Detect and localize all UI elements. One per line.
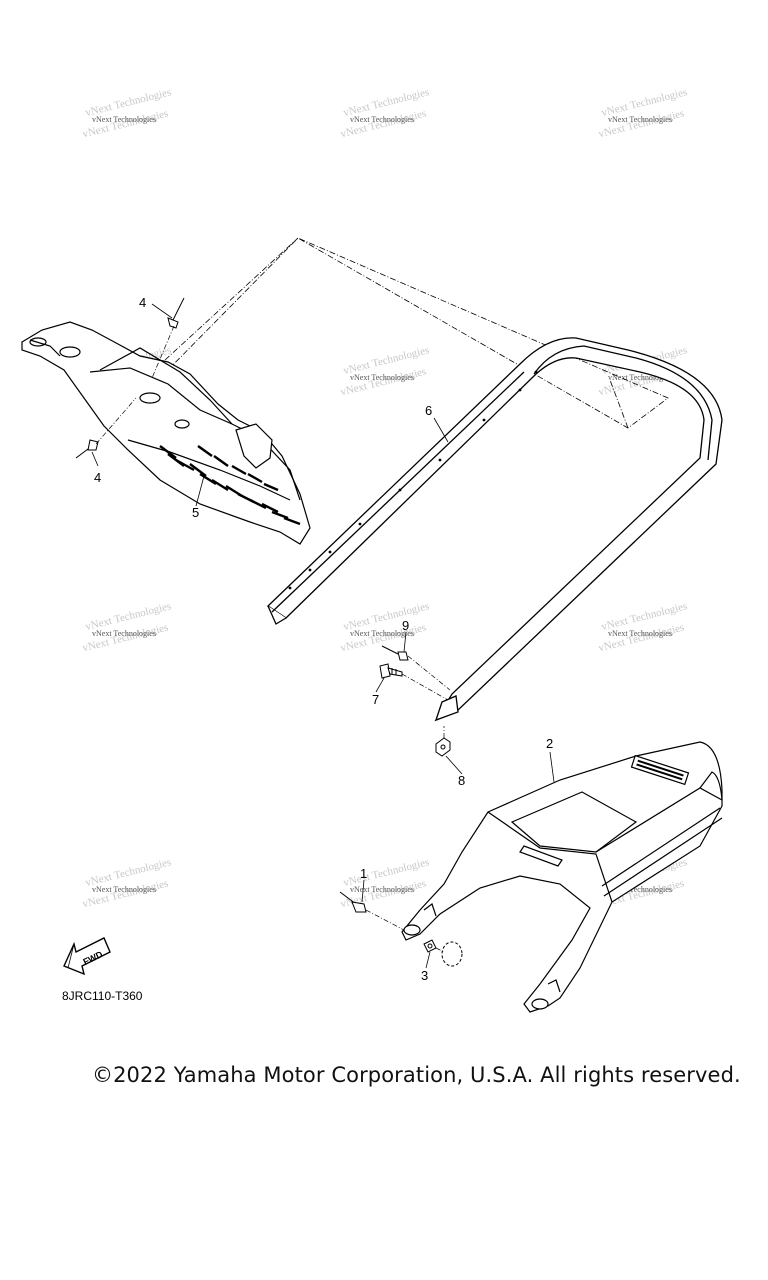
callout-2: 2: [546, 736, 553, 751]
screw-part: [379, 663, 403, 679]
callout-9: 9: [402, 618, 409, 633]
svg-text:vNext Technologies: vNext Technologies: [350, 629, 414, 638]
svg-text:vNext Technologies: vNext Technologies: [92, 115, 156, 124]
assembly-guide-lines: [159, 237, 669, 429]
svg-text:vNext Technologies: vNext Technologies: [92, 885, 156, 894]
rivet-top: [167, 297, 185, 329]
fwd-arrow-icon: FWD: [63, 937, 111, 976]
callout-4-top: 4: [139, 295, 146, 310]
callout-7: 7: [372, 692, 379, 707]
seat-cover-part: [401, 741, 723, 1013]
callout-8: 8: [458, 773, 465, 788]
svg-text:vNext Technologies: vNext Technologies: [350, 115, 414, 124]
copyright-notice: ©2022 Yamaha Motor Corporation, U.S.A. A…: [92, 1063, 741, 1087]
leader-lines: [91, 303, 555, 969]
grommet-part-3: [423, 939, 463, 967]
bolt-part-1: [339, 891, 367, 913]
callout-1: 1: [360, 866, 367, 881]
flap-ribs: [159, 445, 301, 526]
svg-text:vNext Technologies: vNext Technologies: [608, 629, 672, 638]
bar-holes: [288, 370, 538, 590]
nut-part: [435, 737, 451, 757]
fastener-axis-lines: [401, 655, 451, 738]
svg-text:vNext Technologies: vNext Technologies: [92, 629, 156, 638]
svg-text:vNext Technologies: vNext Technologies: [350, 373, 414, 382]
callout-5: 5: [192, 505, 199, 520]
svg-text:vNext Technologies: vNext Technologies: [608, 115, 672, 124]
svg-text:vNext Technologies: vNext Technologies: [350, 885, 414, 894]
rivet-part: [381, 645, 409, 661]
rivet-bottom: [75, 439, 99, 459]
rear-bar-part: [266, 337, 723, 722]
callout-3: 3: [421, 968, 428, 983]
rivet-axis-lines: [95, 325, 175, 445]
callout-4-bottom: 4: [94, 470, 101, 485]
svg-text:vNext Technologies: vNext Technologies: [608, 373, 672, 382]
callout-6: 6: [425, 403, 432, 418]
seat-logo-marks: [636, 759, 684, 781]
diagram-code: 8JRC110-T360: [62, 989, 143, 1003]
mud-flap-part: [21, 321, 311, 545]
callout-labels: 1 2 3 4 4 5 6 7 8 9: [94, 295, 553, 983]
svg-text:vNext Technologies: vNext Technologies: [608, 885, 672, 894]
seat-axis-lines: [365, 909, 445, 953]
